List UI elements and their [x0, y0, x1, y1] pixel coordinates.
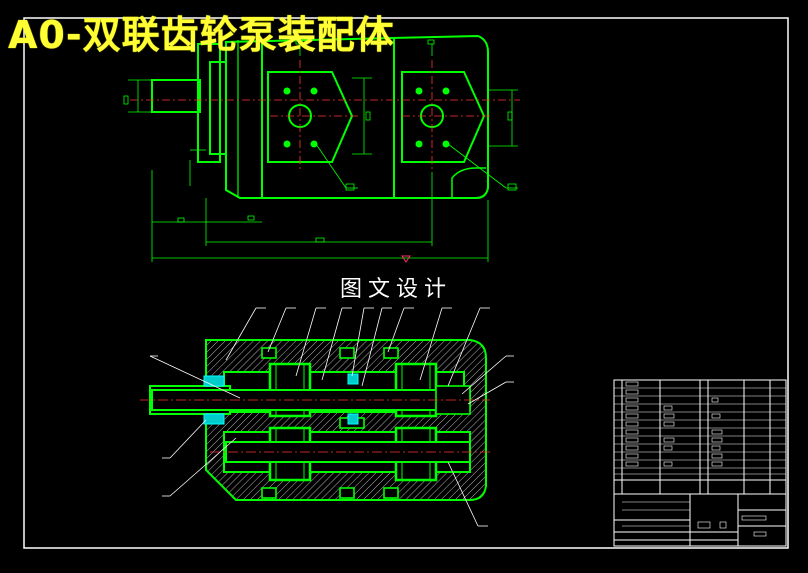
drawing-title: A0-双联齿轮泵装配体	[8, 13, 395, 57]
front-view-plate-2	[401, 71, 486, 163]
sheet-frame	[23, 17, 789, 549]
front-view-body	[225, 34, 489, 199]
section-view-centerlines	[140, 399, 490, 453]
front-view	[151, 34, 489, 199]
front-view-shaft	[151, 79, 201, 113]
front-view-dimensions	[128, 44, 518, 262]
front-view-plate-1	[267, 71, 354, 163]
front-view-flange	[197, 43, 221, 163]
parts-list-rows	[614, 387, 786, 527]
front-view-dimension-tags	[123, 39, 517, 243]
section-view	[149, 339, 487, 501]
front-view-centerlines	[130, 60, 520, 172]
surface-finish-mark	[401, 255, 411, 263]
parts-list-entries	[625, 381, 767, 537]
front-view-flange-step	[209, 61, 227, 155]
front-view-bolt-holes	[283, 87, 450, 148]
title-block	[613, 379, 787, 547]
watermark-text: 图文设计	[340, 277, 453, 302]
section-view-leaders	[149, 307, 514, 527]
